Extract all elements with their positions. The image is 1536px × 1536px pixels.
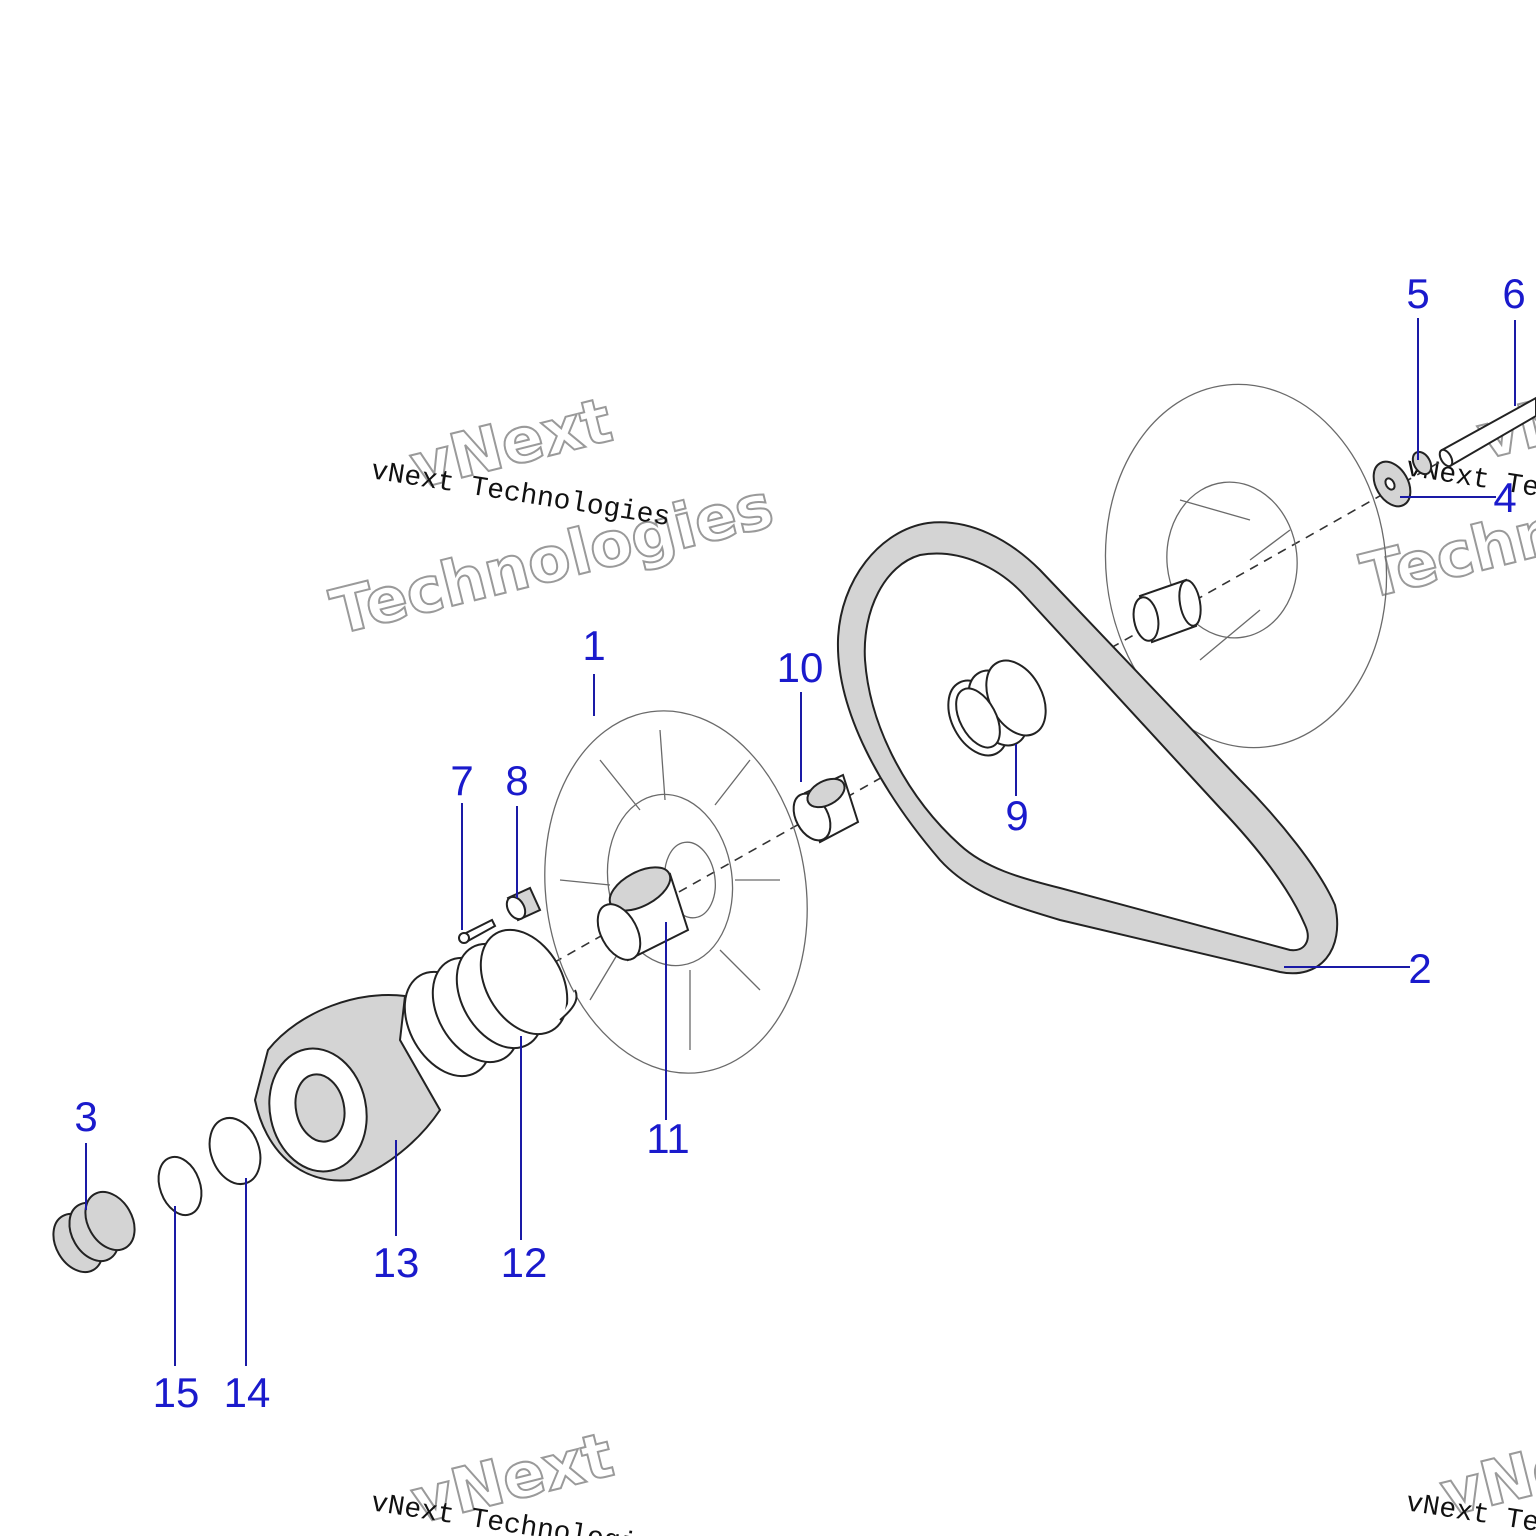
watermark-bottom: vNext vNext vNext Technologies vNext Te <box>369 1410 1536 1536</box>
part-shim-washers <box>52 1190 136 1274</box>
callout-1: 1 <box>582 622 605 669</box>
callout-5: 5 <box>1406 270 1429 317</box>
leader-lines <box>85 318 1516 1366</box>
part-bushing-11 <box>596 866 690 962</box>
part-small-spring <box>947 659 1047 757</box>
part-movable-sheave <box>544 710 808 1074</box>
part-fixed-sheave <box>1104 383 1388 749</box>
part-pin <box>458 918 497 944</box>
part-slider-button <box>505 886 542 922</box>
callout-11: 11 <box>646 1115 690 1162</box>
part-retaining-ring <box>157 1155 203 1217</box>
callout-labels: 1 2 3 4 5 6 7 8 9 10 11 12 13 14 15 <box>74 270 1525 1416</box>
part-bolt <box>1438 396 1536 468</box>
callout-10: 10 <box>777 644 824 691</box>
watermark-top-left: vNext Technologies vNext Technologies <box>323 382 781 650</box>
part-snap-ring <box>208 1117 262 1185</box>
callout-15: 15 <box>153 1369 200 1416</box>
part-drive-belt <box>836 521 1339 975</box>
callout-8: 8 <box>505 757 528 804</box>
callout-4: 4 <box>1493 474 1516 521</box>
callout-7: 7 <box>450 757 473 804</box>
callout-12: 12 <box>501 1239 548 1286</box>
callout-9: 9 <box>1005 792 1028 839</box>
part-washer <box>1372 460 1412 508</box>
callout-2: 2 <box>1408 945 1431 992</box>
callout-13: 13 <box>373 1239 420 1286</box>
callout-3: 3 <box>74 1093 97 1140</box>
part-large-spring <box>403 928 578 1078</box>
callout-6: 6 <box>1502 270 1525 317</box>
callout-14: 14 <box>224 1369 271 1416</box>
part-helix-cam <box>253 994 442 1182</box>
part-bushing-10 <box>792 773 860 844</box>
